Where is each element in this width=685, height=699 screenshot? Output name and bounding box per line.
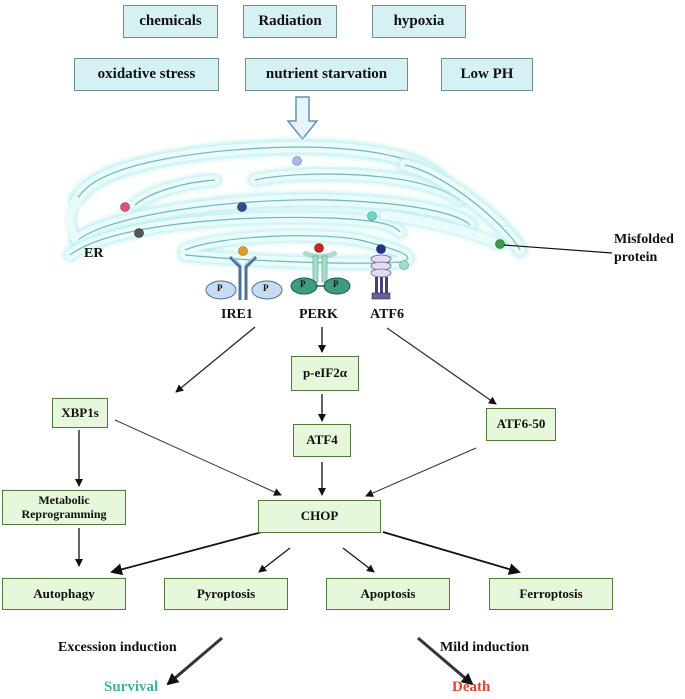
protein-dot <box>399 260 409 270</box>
er-label: ER <box>84 246 104 261</box>
stressor-chemicals: chemicals <box>123 5 218 38</box>
node-ferroptosis: Ferroptosis <box>489 578 613 610</box>
misfolded-protein-pointer <box>503 244 613 254</box>
atf6-receptor-icon <box>370 244 392 300</box>
protein-dot <box>134 228 144 238</box>
perk-phospho-right: P <box>333 279 339 289</box>
ire1-phospho-left: P <box>217 283 223 293</box>
stressor-oxidative-stress: oxidative stress <box>74 58 219 91</box>
ire1-receptor-icon <box>205 246 283 300</box>
protein-dot <box>292 156 302 166</box>
excession-induction-label: Excession induction <box>58 640 177 655</box>
perk-phospho-left: P <box>300 279 306 289</box>
stress-arrow-icon <box>286 96 319 141</box>
node-autophagy: Autophagy <box>2 578 126 610</box>
stressor-low-ph: Low PH <box>441 58 533 91</box>
node-pyroptosis: Pyroptosis <box>164 578 288 610</box>
misfolded-protein-label: Misfolded protein <box>614 232 674 265</box>
node-p-eif2a: p-eIF2α <box>291 356 359 391</box>
atf6-label: ATF6 <box>370 307 404 322</box>
stressor-hypoxia: hypoxia <box>372 5 466 38</box>
er-membrane <box>62 138 528 271</box>
node-xbp1s: XBP1s <box>52 398 108 428</box>
node-atf6-50: ATF6-50 <box>486 408 556 441</box>
node-atf4: ATF4 <box>293 424 351 457</box>
perk-label: PERK <box>299 307 338 322</box>
stressor-radiation: Radiation <box>243 5 337 38</box>
node-metabolic-reprogramming: Metabolic Reprogramming <box>2 490 126 525</box>
pathway-arrows <box>75 326 521 686</box>
ire1-label: IRE1 <box>221 307 253 322</box>
survival-label: Survival <box>104 679 159 695</box>
node-apoptosis: Apoptosis <box>326 578 450 610</box>
protein-dot <box>237 202 247 212</box>
protein-dot <box>367 211 377 221</box>
misfolded-protein-dot <box>495 239 505 249</box>
ire1-phospho-right: P <box>263 283 269 293</box>
node-chop: CHOP <box>258 500 381 533</box>
perk-receptor-icon <box>290 243 351 295</box>
mild-induction-label: Mild induction <box>440 640 530 655</box>
stressor-nutrient-starvation: nutrient starvation <box>245 58 408 91</box>
death-label: Death <box>452 679 491 695</box>
protein-dot <box>120 202 130 212</box>
